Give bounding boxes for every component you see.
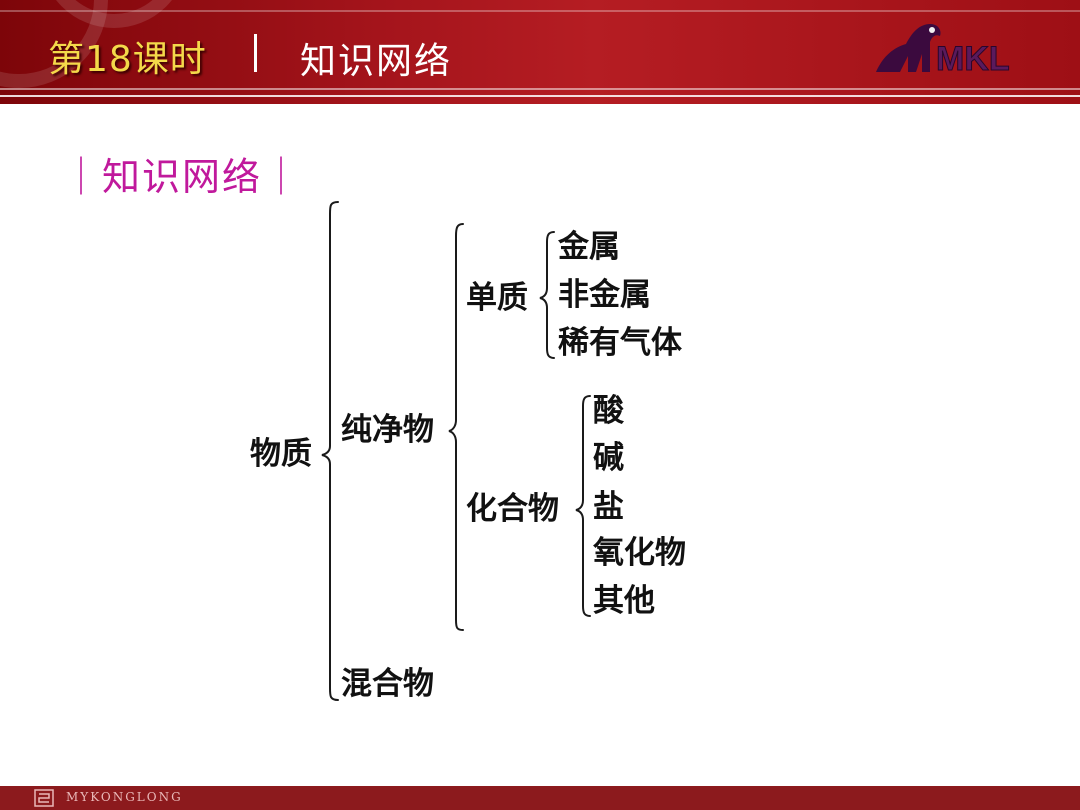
leaf-noble-gas: 稀有气体 (558, 325, 682, 361)
lesson-number: 第18课时 (48, 39, 207, 80)
node-compound: 化合物 (466, 491, 559, 527)
header-stripe (0, 88, 1080, 90)
leaf-salt: 盐 (593, 489, 624, 525)
node-root: 物质 (250, 436, 312, 472)
leaf-oxide: 氧化物 (593, 535, 686, 571)
header-divider (254, 34, 257, 72)
node-pure-substance: 纯净物 (341, 412, 434, 448)
leaf-nonmetal: 非金属 (558, 277, 651, 313)
header-stripe (0, 95, 1080, 97)
brand-mark-icon (34, 789, 54, 807)
footer-bar (0, 786, 1080, 810)
compound-brace (575, 395, 591, 617)
node-mixture: 混合物 (341, 666, 434, 702)
header-stripe (0, 10, 1080, 12)
logo-text: MKL (936, 40, 1010, 78)
footer-brand: MYKONGLONG (66, 790, 183, 804)
leaf-other: 其他 (593, 583, 655, 619)
leaf-metal: 金属 (558, 229, 620, 265)
leaf-base: 碱 (593, 440, 624, 476)
element-brace (539, 231, 555, 359)
pure-brace (448, 223, 464, 631)
section-heading: ｜知识网络｜ (62, 155, 303, 199)
page-title: 知识网络 (300, 41, 453, 82)
leaf-acid: 酸 (593, 393, 624, 429)
root-brace (321, 201, 339, 701)
node-element: 单质 (466, 280, 528, 316)
dinosaur-logo-icon: MKL (876, 24, 1010, 78)
